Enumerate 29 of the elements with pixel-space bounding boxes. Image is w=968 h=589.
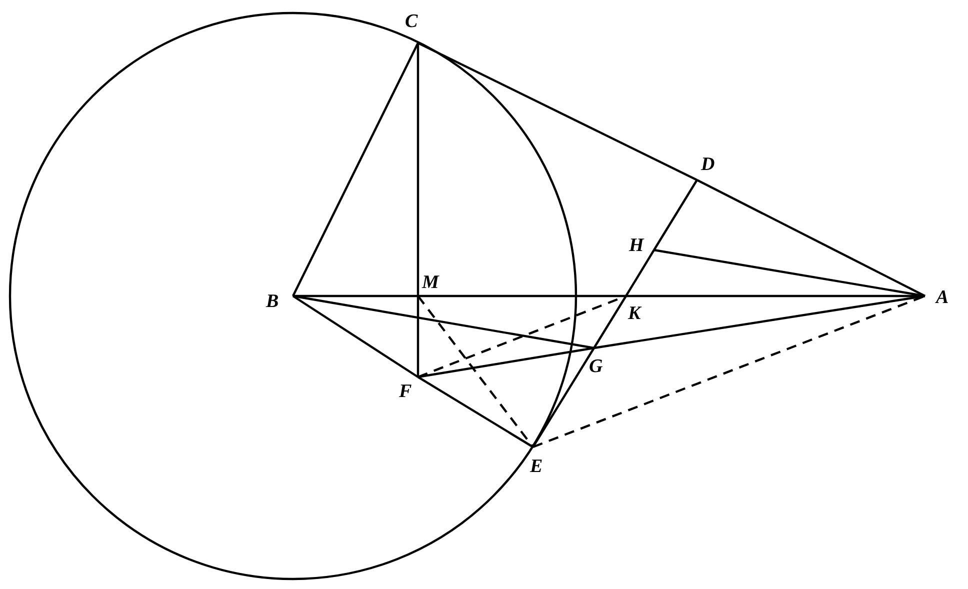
line-segment (417, 376, 534, 448)
point-label: M (422, 273, 439, 293)
line-segment (625, 249, 655, 297)
point-label: E (530, 457, 543, 477)
point-label: F (399, 382, 412, 402)
line-segment (292, 295, 419, 378)
line-segment (418, 294, 626, 298)
line-segment (292, 294, 594, 350)
point-label: H (629, 236, 644, 256)
line-segment (593, 295, 627, 349)
line-segment (653, 179, 698, 251)
line-segment (654, 248, 926, 298)
line-segment (532, 347, 595, 448)
point-label: A (936, 288, 949, 308)
point-label: B (266, 292, 279, 312)
line-segment (418, 42, 698, 181)
line-segment (594, 294, 926, 350)
line-segment (293, 294, 418, 298)
line-segment (696, 179, 926, 297)
line-segment (417, 295, 534, 448)
point-label: K (628, 304, 641, 324)
line-segment (292, 42, 419, 296)
line-segment (418, 346, 594, 378)
point-label: D (701, 155, 715, 175)
line-segment (416, 43, 420, 296)
point-label: C (405, 12, 418, 32)
line-segment (416, 296, 420, 377)
line-segment (532, 294, 926, 448)
point-label: G (589, 357, 603, 377)
